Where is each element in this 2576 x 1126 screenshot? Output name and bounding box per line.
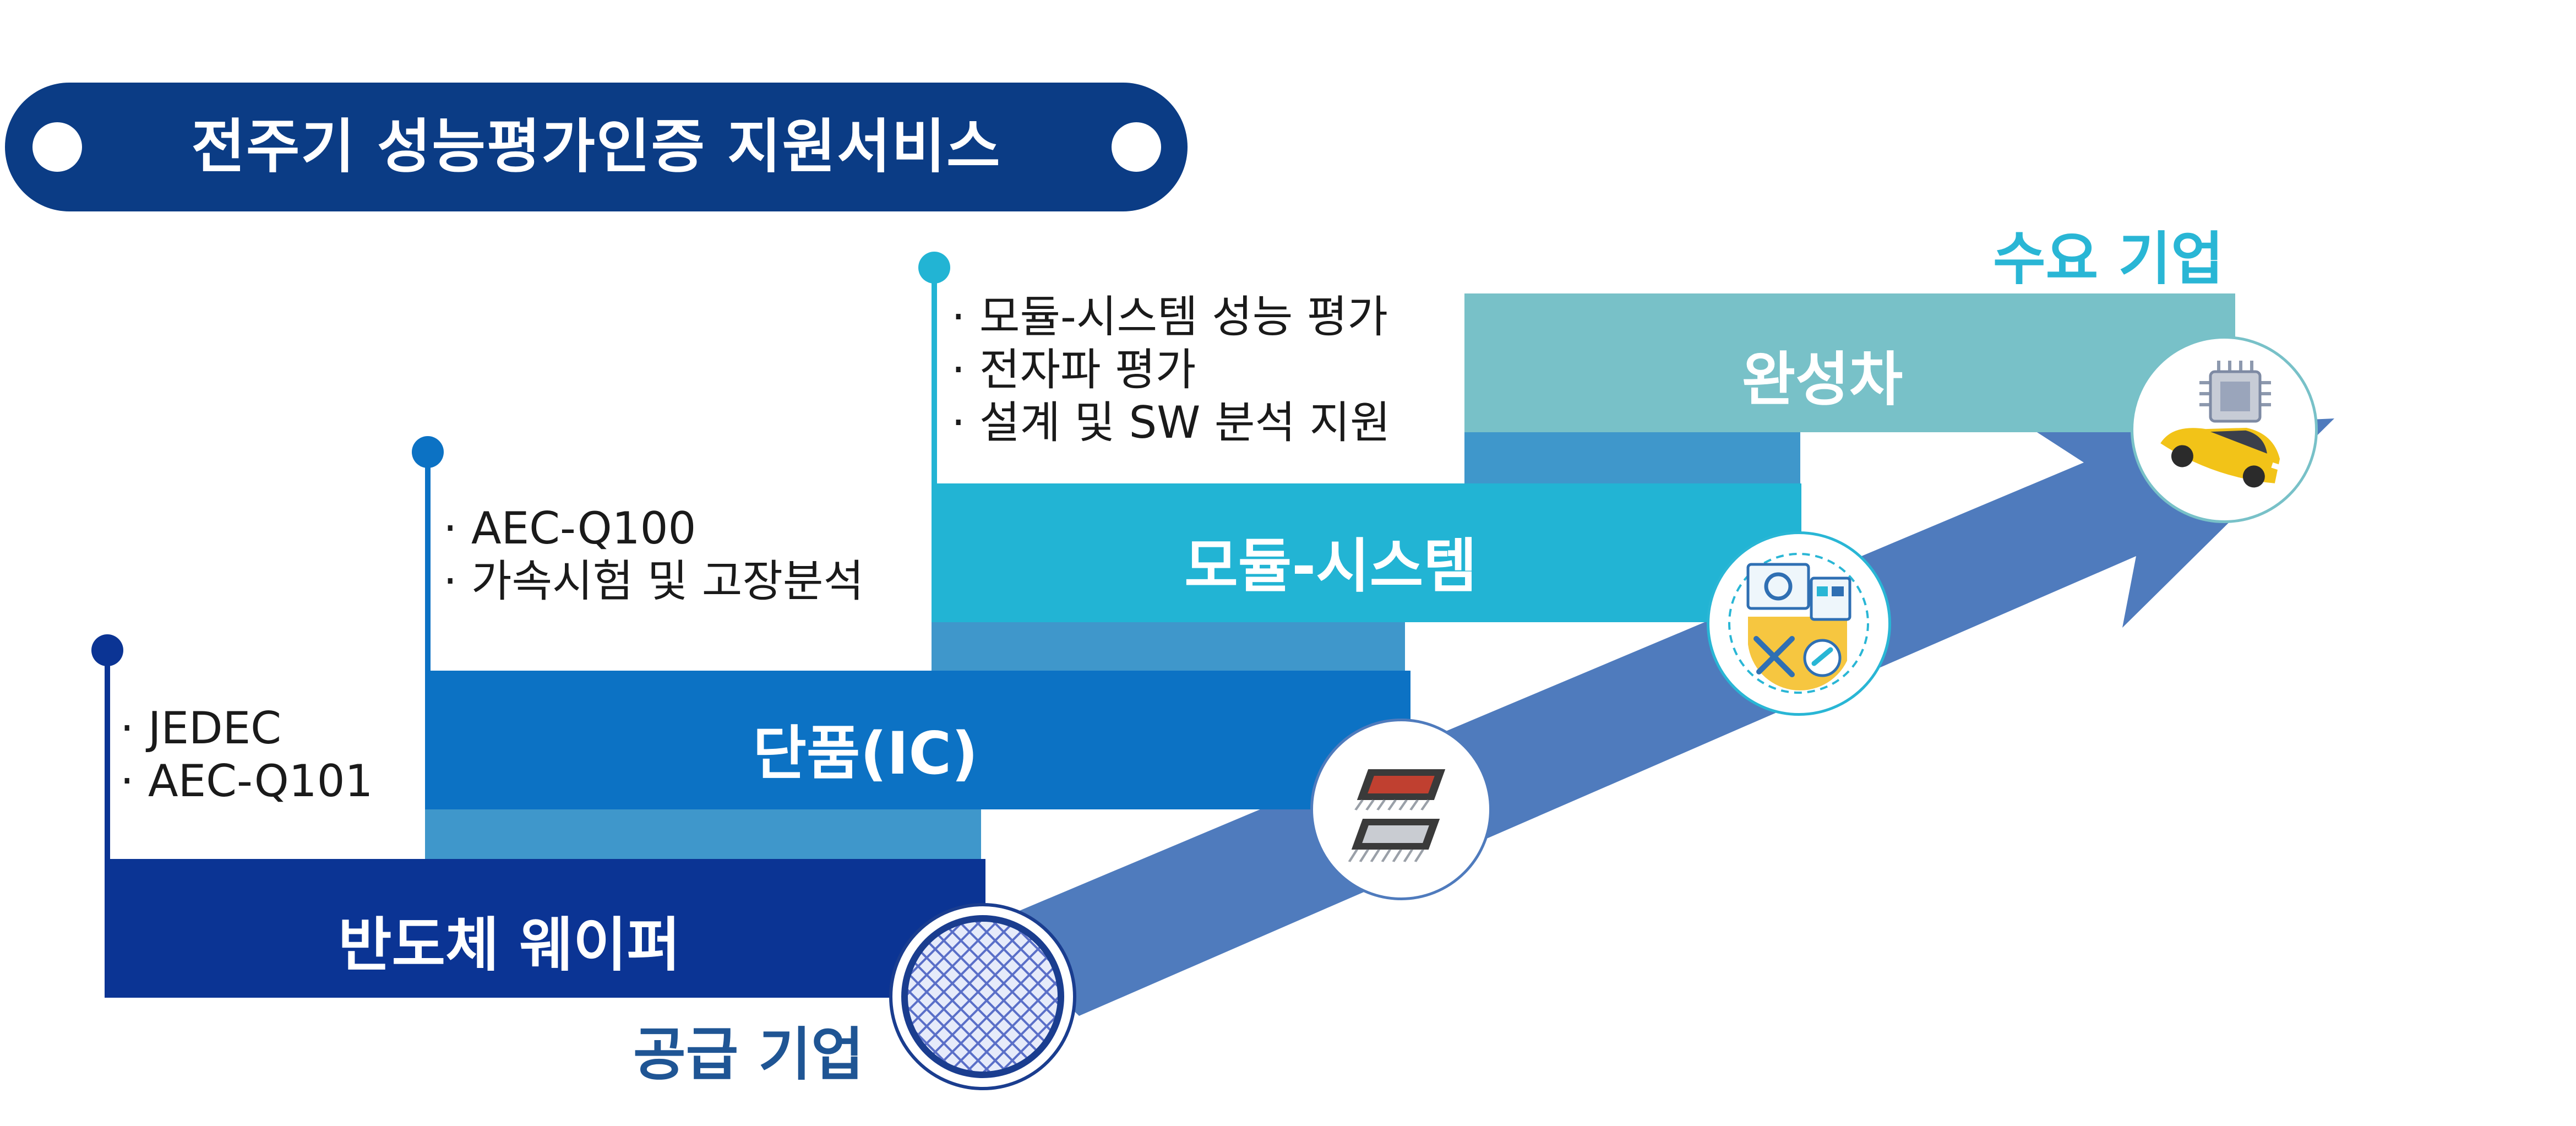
spec-item: · 전자파 평가: [951, 344, 1196, 395]
stage-3-dot: [918, 252, 950, 284]
car-chip-icon: [2131, 336, 2318, 523]
stage-1-line: [105, 650, 110, 864]
stage-ic-bar: 단품(IC): [425, 671, 1410, 809]
stage-1-dot: [91, 634, 123, 666]
stage-1-specs: · JEDEC · AEC-Q101: [120, 702, 373, 808]
stage-2-line: [425, 452, 431, 672]
title-banner: 전주기 성능평가인증 지원서비스: [5, 83, 1188, 211]
stage-ic-label: 단품(IC): [753, 720, 978, 787]
stage-completed-car-bar: 완성차: [1464, 293, 2235, 432]
demand-company-label: 수요 기업: [1993, 225, 2224, 292]
stage-wafer-bar: 반도체 웨이퍼: [105, 859, 985, 998]
stage-3-line: [932, 267, 937, 485]
stage-4-shadow: [1464, 432, 1800, 493]
stage-2-shadow: [425, 809, 981, 863]
stage-3-specs: · 모듈-시스템 성능 평가 · 전자파 평가 · 설계 및 SW 분석 지원: [951, 291, 1391, 449]
spec-item: · AEC-Q101: [120, 755, 373, 807]
stage-2-specs: · AEC-Q100 · 가속시험 및 고장분석: [443, 502, 864, 608]
chip-icon: [1310, 719, 1492, 900]
stage-2-dot: [412, 436, 444, 468]
stage-module-system-bar: 모듈-시스템: [932, 483, 1801, 622]
spec-item: · 설계 및 SW 분석 지원: [951, 397, 1391, 448]
spec-item: · 모듈-시스템 성능 평가: [951, 291, 1388, 342]
spec-item: · AEC-Q100: [443, 503, 696, 554]
system-tools-icon: [1707, 531, 1891, 716]
banner-left-dot: [32, 122, 82, 172]
spec-item: · 가속시험 및 고장분석: [443, 556, 864, 607]
spec-item: · JEDEC: [120, 703, 282, 754]
stage-3-shadow: [932, 622, 1405, 676]
banner-right-dot: [1112, 122, 1161, 172]
stage-wafer-label: 반도체 웨이퍼: [337, 911, 681, 979]
supply-company-label: 공급 기업: [633, 1021, 864, 1088]
stage-module-system-label: 모듈-시스템: [1184, 532, 1477, 600]
page-title: 전주기 성능평가인증 지원서비스: [191, 113, 1001, 181]
stage-completed-car-label: 완성차: [1741, 346, 1903, 414]
wafer-icon: [889, 903, 1076, 1090]
